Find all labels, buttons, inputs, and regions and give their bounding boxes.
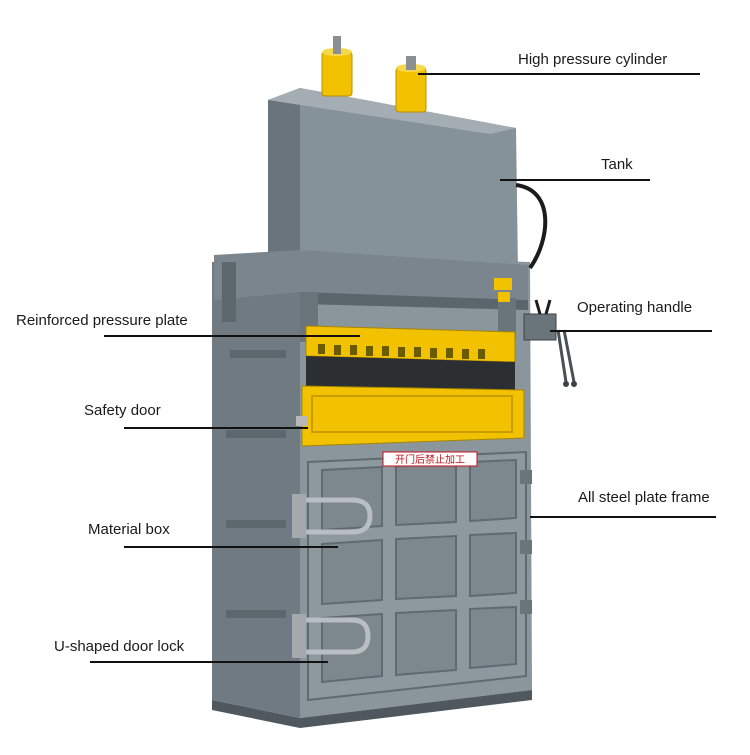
hydraulic-hose (515, 183, 548, 270)
label-safety-door: Safety door (84, 402, 161, 419)
label-material-box: Material box (88, 521, 170, 538)
operating-handle (523, 299, 577, 387)
material-box: 开门后禁止加工 (307, 450, 527, 702)
label-all-steel-plate-frame: All steel plate frame (578, 489, 710, 506)
warning-sign-text: 开门后禁止加工 (395, 453, 465, 466)
tank (268, 88, 518, 272)
label-tank: Tank (601, 156, 633, 173)
label-u-shaped-door-lock: U-shaped door lock (54, 638, 185, 655)
upper-frame (214, 250, 528, 342)
lock-brackets (292, 494, 306, 658)
high-pressure-cylinder (321, 36, 427, 113)
label-operating-handle: Operating handle (577, 299, 693, 316)
door-hinges (520, 470, 532, 614)
label-reinforced-pressure-plate: Reinforced pressure plate (16, 312, 188, 329)
safety-door (296, 385, 525, 447)
leader-lines (90, 73, 716, 663)
label-high-pressure-cylinder: High pressure cylinder (518, 51, 668, 68)
u-shaped-door-lock (298, 497, 373, 655)
side-ribs (226, 350, 286, 618)
